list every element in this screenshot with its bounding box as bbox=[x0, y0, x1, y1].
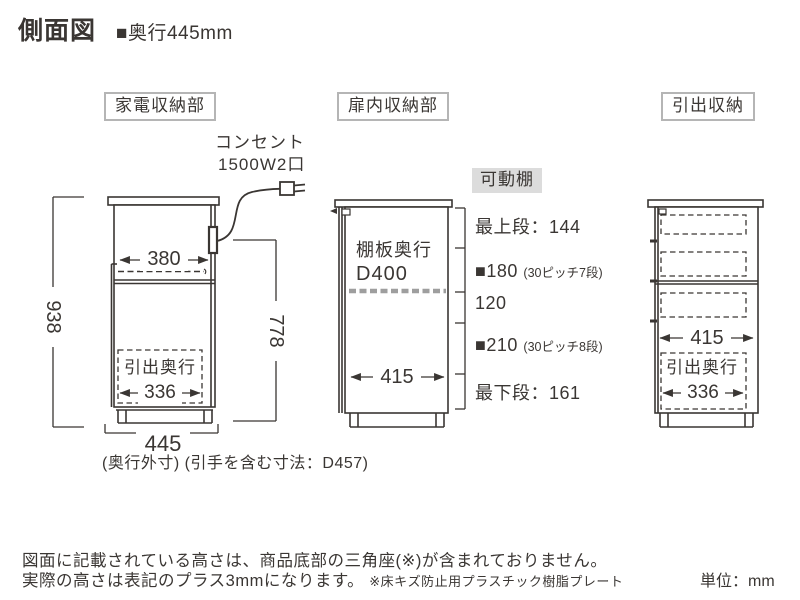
footer-note-line1: 図面に記載されている高さは、商品底部の三角座(※)が含まれておりません。 bbox=[22, 552, 608, 570]
depth-subtitle: ■奥行445mm bbox=[116, 23, 233, 44]
shelf-depth-line2: D400 bbox=[356, 263, 408, 285]
slide-shelf-curl bbox=[203, 268, 207, 275]
drawer-body bbox=[654, 206, 759, 414]
spec-pitch-180-sub: (30ピッチ7段) bbox=[523, 266, 603, 280]
appliance-drawer-depth-label: 引出奥行 bbox=[124, 358, 196, 377]
plug-icon bbox=[279, 181, 306, 196]
spec-pitch-180: ■180 (30ピッチ7段) bbox=[475, 261, 603, 282]
dim-label-778: 778 bbox=[265, 301, 287, 361]
dim-label-415-middle: 415 bbox=[373, 366, 421, 389]
door-top-board bbox=[334, 199, 453, 208]
spec-pitch-210-sub: (30ピッチ8段) bbox=[523, 340, 603, 354]
dim-label-445: 445 bbox=[136, 431, 190, 457]
dim-label-380: 380 bbox=[140, 248, 188, 271]
shelf-pitch-bracket bbox=[455, 207, 466, 410]
drawer-top-board bbox=[647, 199, 764, 208]
drawer-base bbox=[659, 413, 754, 428]
footer-note-line2: 実際の高さは表記のプラス3mmになります。 ※床キズ防止用プラスチック樹脂プレー… bbox=[22, 572, 623, 591]
dim-label-938: 938 bbox=[42, 287, 64, 347]
spec-120: 120 bbox=[475, 293, 507, 313]
spec-pitch-180-main: ■180 bbox=[475, 261, 518, 281]
outlet-label-line1: コンセント bbox=[215, 133, 305, 152]
footer-note-small: ※床キズ防止用プラスチック樹脂プレート bbox=[369, 574, 624, 589]
appliance-cabinet-drawing bbox=[107, 196, 220, 424]
unit-label: 単位：mm bbox=[700, 573, 775, 590]
section-label-appliance: 家電収納部 bbox=[104, 92, 216, 121]
spec-top-shelf: 最上段：144 bbox=[475, 217, 581, 237]
door-cabinet-drawing bbox=[330, 199, 453, 428]
appliance-drawer-dashed-box bbox=[117, 349, 203, 404]
drawer-dashed-boxes bbox=[660, 214, 747, 410]
section-label-drawer: 引出収納 bbox=[661, 92, 755, 121]
drawer-cabinet-drawing bbox=[647, 199, 764, 428]
dim-label-336-right: 336 bbox=[681, 382, 725, 404]
drawer-depth-label: 引出奥行 bbox=[666, 358, 738, 377]
drawer-top-notch bbox=[658, 208, 667, 215]
appliance-top-board bbox=[107, 196, 220, 206]
movable-shelf-badge: 可動棚 bbox=[472, 168, 542, 193]
page-title: 側面図 bbox=[18, 17, 97, 45]
door-open-arrow bbox=[330, 208, 337, 214]
spec-bottom-shelf: 最下段：161 bbox=[475, 383, 581, 403]
power-cord bbox=[216, 187, 281, 242]
depth-caption: (奥行外寸) (引手を含む寸法：D457) bbox=[102, 455, 369, 472]
section-label-door: 扉内収納部 bbox=[337, 92, 449, 121]
dim-label-336-left: 336 bbox=[138, 382, 182, 404]
spec-pitch-210: ■210 (30ピッチ8段) bbox=[475, 335, 603, 356]
outlet-label-line2: 1500W2口 bbox=[218, 155, 306, 174]
footer-note-line2-main: 実際の高さは表記のプラス3mmになります。 bbox=[22, 572, 365, 590]
appliance-body bbox=[113, 204, 216, 408]
spec-pitch-210-main: ■210 bbox=[475, 335, 518, 355]
dim-label-415-right: 415 bbox=[683, 327, 731, 350]
door-hinge-notch bbox=[341, 208, 351, 216]
outlet-box bbox=[207, 225, 219, 255]
shelf-depth-line1: 棚板奥行 bbox=[356, 240, 432, 260]
appliance-base bbox=[116, 409, 213, 424]
door-base bbox=[349, 413, 445, 428]
